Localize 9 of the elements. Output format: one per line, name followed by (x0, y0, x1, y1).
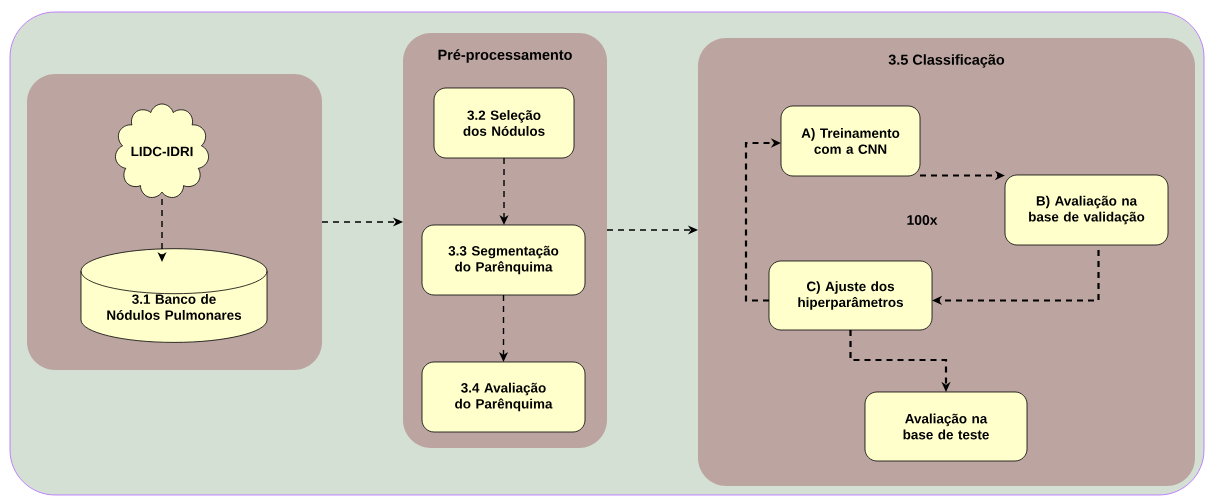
loop-count: 100x (907, 215, 938, 225)
database-cylinder: 3.1 Banco de Nódulos Pulmonares (80, 248, 268, 343)
process-box: A) Treinamento com a CNN (780, 105, 921, 177)
process-box: 3.4 Avaliação do Parênquima (421, 361, 586, 433)
process-box: 3.2 Seleção dos Nódulos (433, 87, 575, 159)
process-box: C) Ajuste dos hiperparâmetros (768, 260, 933, 331)
process-box: Avaliação na base de teste (864, 391, 1028, 462)
process-box: 3.3 Segmentação do Parênquima (421, 224, 586, 296)
process-box: B) Avaliação na base de validação (1004, 174, 1169, 246)
